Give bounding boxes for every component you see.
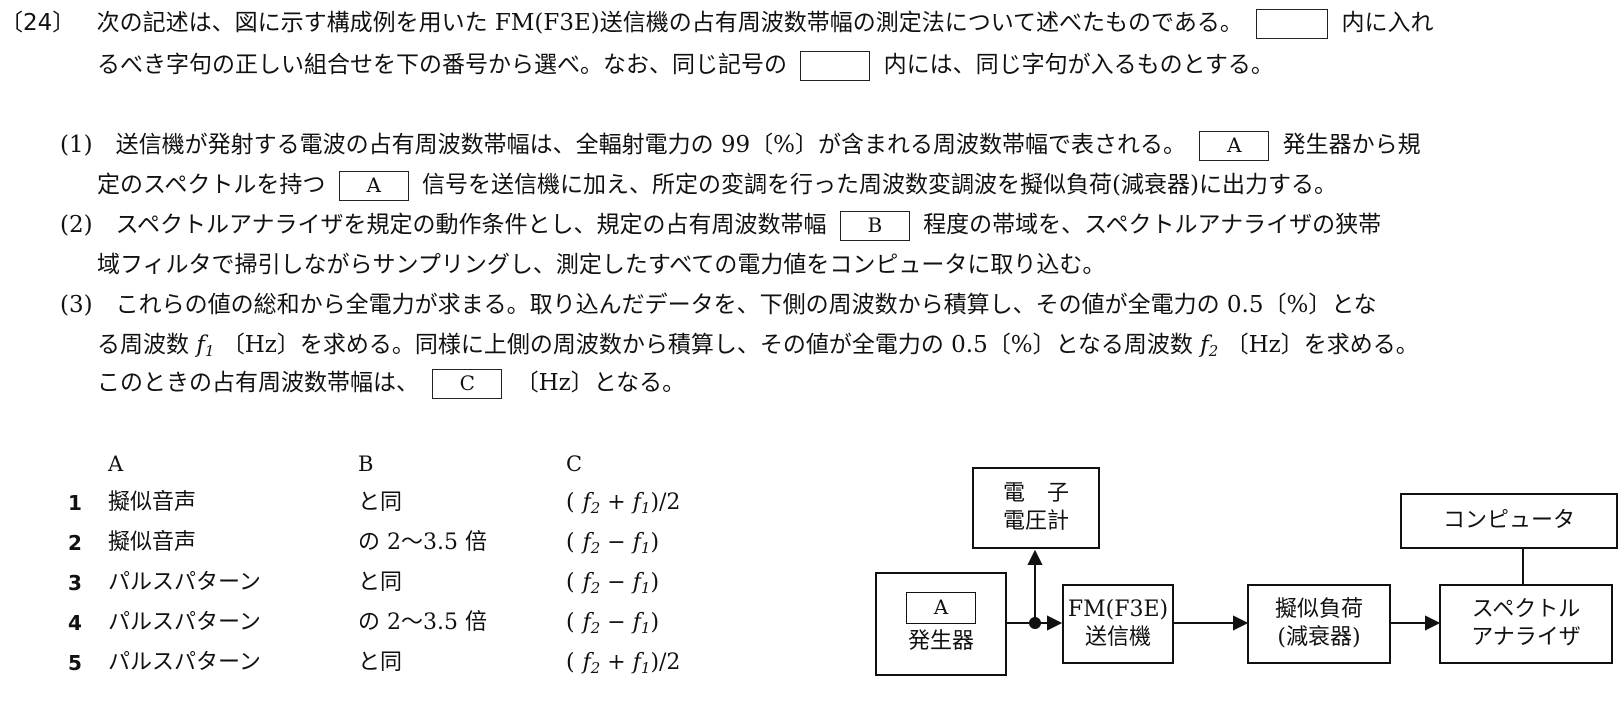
computer-box: コンピュータ (1400, 493, 1618, 549)
item-2-line2: 域フィルタで掃引しながらサンプリングし、測定したすべての電力値をコンピュータに取… (97, 250, 1105, 280)
blank-C: C (432, 369, 503, 399)
option-a: 擬似音声 (108, 490, 197, 515)
item-2-text-b: 程度の帯域を、スペクトルアナライザの狭帯 (923, 212, 1382, 238)
option-header-A: A (108, 452, 124, 476)
item-1-line2: 定のスペクトルを持つ A 信号を送信機に加え、所定の変調を行った周波数変調波を擬… (97, 170, 1337, 201)
arrow-head (1425, 615, 1441, 631)
option-a: パルスパターン (108, 570, 261, 595)
blank-box-empty (1256, 9, 1329, 39)
generator-blank-A: A (906, 592, 976, 624)
option-a: パルスパターン (108, 610, 261, 635)
option-b: の 2〜3.5 倍 (358, 610, 487, 635)
option-number: 5 (68, 651, 82, 675)
option-header-B: B (358, 452, 374, 476)
option-c: (f2 − f1) (566, 570, 660, 597)
item-1-text-b: 発生器から規 (1282, 132, 1421, 158)
item-3-text-c: 〔Hz〕を求める。同様に上側の周波数から積算し、その値が全電力の 0.5〔%〕と… (221, 332, 1193, 358)
item-3-text-f: 〔Hz〕となる。 (515, 370, 686, 396)
question-number: 〔24〕 (0, 10, 76, 36)
blank-B: B (839, 211, 910, 241)
f1-symbol: f1 (196, 332, 215, 360)
option-c: (f2 + f1)/2 (566, 490, 681, 517)
intro-tail: 内に入れ (1341, 10, 1434, 36)
item-3-text-a: (3) これらの値の総和から全電力が求まる。取り込んだデータを、下側の周波数から… (60, 292, 1377, 318)
computer-label: コンピュータ (1442, 508, 1575, 533)
question-intro-line2: るべき字句の正しい組合せを下の番号から選べ。なお、同じ記号の 内には、同じ字句が… (97, 50, 1274, 81)
option-c: (f2 − f1) (566, 610, 660, 637)
voltmeter-box: 電 子 電圧計 (972, 467, 1100, 549)
option-number: 4 (68, 611, 82, 635)
generator-label: 発生器 (907, 629, 974, 654)
option-b: と同 (358, 650, 403, 675)
option-c: (f2 − f1) (566, 530, 660, 557)
item-3-text-b: る周波数 (97, 332, 189, 358)
item-2-line1: (2) スペクトルアナライザを規定の動作条件とし、規定の占有周波数帯幅 B 程度… (60, 210, 1381, 241)
analyzer-label-1: スペクトル (1471, 597, 1581, 622)
f2-symbol: f2 (1200, 332, 1219, 360)
intro-text-2b: 内には、同じ字句が入るものとする。 (883, 52, 1274, 78)
option-number: 1 (68, 491, 82, 515)
transmitter-box: FM(F3E) 送信機 (1062, 584, 1174, 664)
load-label-2: (減衰器) (1277, 625, 1361, 650)
arrow-head (1047, 615, 1063, 631)
item-3-line3: このときの占有周波数帯幅は、 C 〔Hz〕となる。 (97, 368, 685, 399)
voltmeter-label-2: 電圧計 (1002, 509, 1069, 534)
load-label-1: 擬似負荷 (1274, 597, 1363, 622)
arrow-head (1233, 615, 1249, 631)
item-2-text-a: (2) スペクトルアナライザを規定の動作条件とし、規定の占有周波数帯幅 (60, 212, 827, 238)
item-1-line1: (1) 送信機が発射する電波の占有周波数帯幅は、全輻射電力の 99〔%〕が含まれ… (60, 130, 1421, 161)
option-header-C: C (566, 452, 583, 476)
option-number: 2 (68, 531, 82, 555)
option-b: の 2〜3.5 倍 (358, 530, 487, 555)
dummy-load-box: 擬似負荷 (減衰器) (1247, 584, 1391, 664)
option-a: 擬似音声 (108, 530, 197, 555)
generator-box: A 発生器 (875, 572, 1007, 676)
option-a: パルスパターン (108, 650, 261, 675)
transmitter-label-1: FM(F3E) (1067, 597, 1169, 622)
arrow-head (1027, 549, 1043, 565)
blank-box-empty (800, 51, 871, 81)
voltmeter-label-1: 電 子 (1002, 481, 1069, 506)
item-3-line1: (3) これらの値の総和から全電力が求まる。取り込んだデータを、下側の周波数から… (60, 290, 1377, 320)
item-3-line2: る周波数 f1 〔Hz〕を求める。同様に上側の周波数から積算し、その値が全電力の… (97, 330, 1419, 366)
analyzer-label-2: アナライザ (1471, 625, 1581, 650)
question-intro-line1: 〔24〕 次の記述は、図に示す構成例を用いた FM(F3E)送信機の占有周波数帯… (0, 8, 1433, 39)
blank-A: A (338, 171, 409, 201)
item-1-text-d: 信号を送信機に加え、所定の変調を行った周波数変調波を擬似負荷(減衰器)に出力する… (422, 172, 1337, 198)
intro-text-2a: るべき字句の正しい組合せを下の番号から選べ。なお、同じ記号の (97, 52, 787, 78)
intro-text: 次の記述は、図に示す構成例を用いた FM(F3E)送信機の占有周波数帯幅の測定法… (96, 10, 1243, 36)
item-2-text-c: 域フィルタで掃引しながらサンプリングし、測定したすべての電力値をコンピュータに取… (97, 252, 1106, 278)
item-3-text-e: このときの占有周波数帯幅は、 (97, 370, 419, 396)
option-b: と同 (358, 570, 403, 595)
item-1-text-c: 定のスペクトルを持つ (97, 172, 326, 198)
item-1-text-a: (1) 送信機が発射する電波の占有周波数帯幅は、全輻射電力の 99〔%〕が含まれ… (60, 132, 1187, 158)
option-c: (f2 + f1)/2 (566, 650, 681, 677)
spectrum-analyzer-box: スペクトル アナライザ (1439, 584, 1613, 664)
option-b: と同 (358, 490, 403, 515)
transmitter-label-2: 送信機 (1084, 625, 1151, 650)
option-number: 3 (68, 571, 82, 595)
blank-A: A (1199, 131, 1270, 161)
item-3-text-d: 〔Hz〕を求める。 (1225, 332, 1419, 358)
